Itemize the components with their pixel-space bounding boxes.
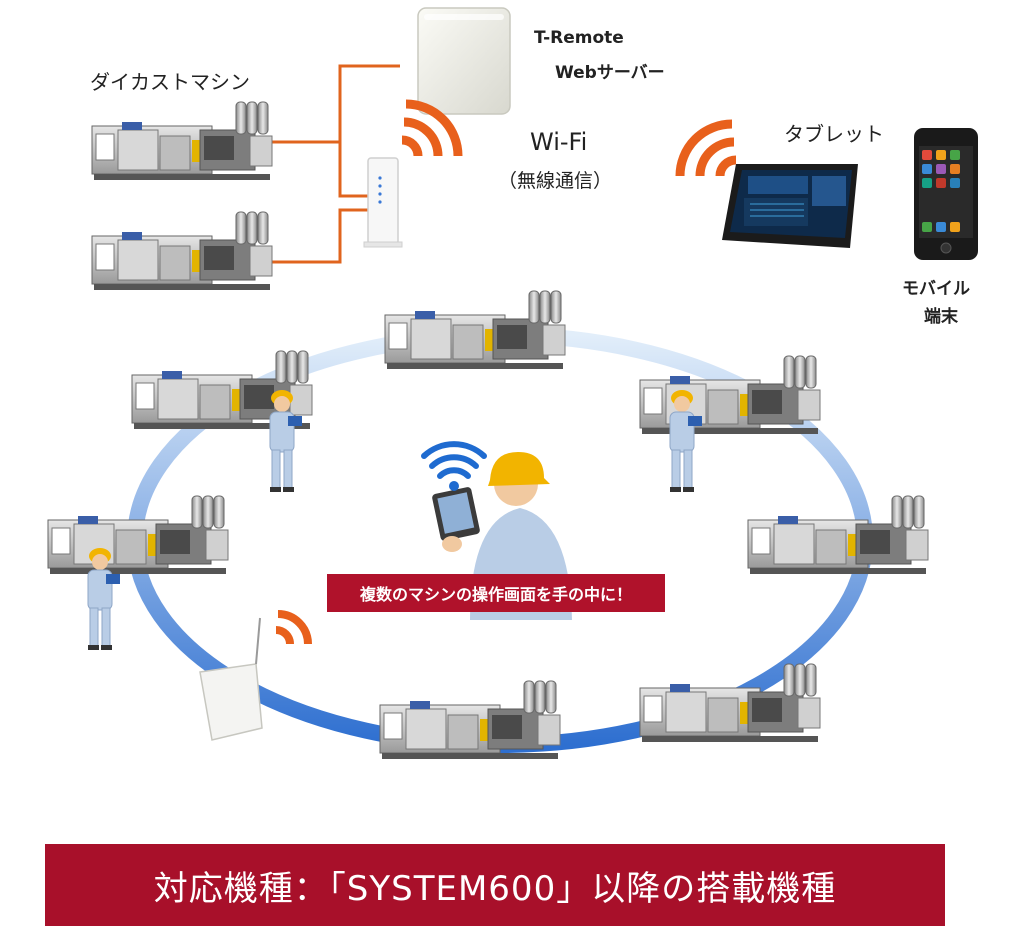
- diecast-machine-top-2: [91, 211, 273, 291]
- label-diecast-machine: ダイカストマシン: [90, 70, 250, 94]
- label-mobile-line2: 端末: [924, 307, 958, 327]
- label-mobile-line1: モバイル: [902, 279, 970, 299]
- ring-machine-lower-right: [639, 663, 821, 743]
- label-tablet: タブレット: [784, 122, 884, 146]
- ring-machine-right: [747, 495, 929, 575]
- wifi-waves-ap-icon: [275, 610, 312, 645]
- ring-machine-top: [384, 290, 566, 370]
- ring-machine-upper-right: [639, 355, 821, 435]
- label-wifi-sub: （無線通信）: [498, 170, 613, 192]
- wifi-router: [363, 157, 403, 248]
- web-server: [417, 7, 511, 115]
- diecast-machine-top-1: [91, 101, 273, 181]
- wifi-waves-center-icon: [421, 441, 487, 491]
- label-server-line1: T-Remote: [534, 28, 624, 48]
- tablet-device: [722, 164, 858, 248]
- callout-tag: 複数のマシンの操作画面を手の中に！: [327, 574, 665, 612]
- label-server-line2: Webサーバー: [555, 63, 665, 83]
- label-wifi: Wi-Fi: [530, 128, 588, 156]
- access-point: [199, 617, 263, 741]
- wifi-waves-router-icon: [401, 99, 463, 157]
- supported-models-banner: 対応機種：「SYSTEM600」以降の搭載機種: [45, 844, 945, 926]
- ring-machine-bottom: [379, 680, 561, 760]
- lan-wiring: [272, 64, 400, 264]
- smartphone-device: [914, 128, 978, 260]
- wifi-waves-tablet-icon: [675, 119, 737, 177]
